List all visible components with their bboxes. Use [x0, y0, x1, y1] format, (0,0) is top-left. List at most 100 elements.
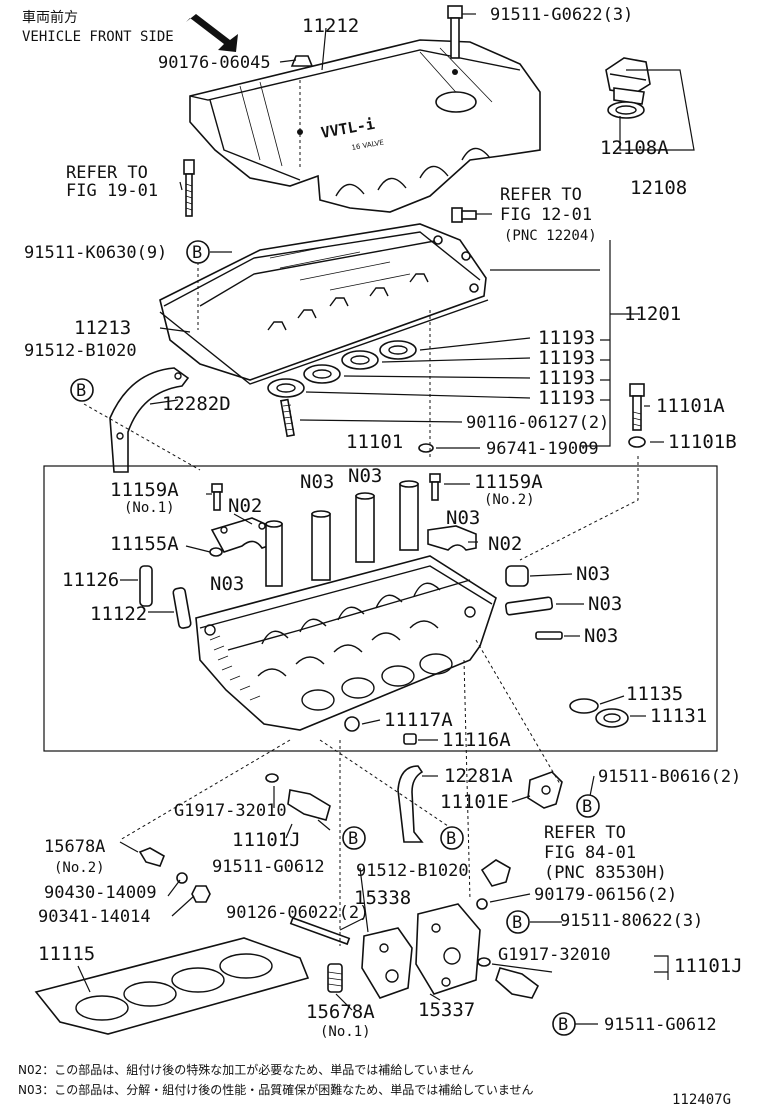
- bolt-11159a-no1-icon: [211, 483, 223, 511]
- plug-90341-icon: [191, 885, 211, 903]
- label-91511-g0612-left: 91511-G0612: [212, 857, 325, 877]
- label-11213: 11213: [74, 317, 131, 339]
- label-no1: (No.1): [124, 500, 175, 516]
- sensor-15678a-no1-icon: [327, 963, 343, 993]
- label-11101: 11101: [346, 431, 403, 453]
- label-91511-b0616: 91511-B0616(2): [598, 767, 741, 787]
- label-12108: 12108: [630, 177, 687, 199]
- label-11101j-left: 11101J: [232, 829, 301, 851]
- label-n03-c: N03: [210, 573, 244, 595]
- label-11115: 11115: [38, 943, 95, 965]
- dowel-11122-icon: [172, 587, 192, 629]
- pin-n03-c-icon: [535, 631, 563, 640]
- note-n03: N03：この部品は、分解・組付け後の性能・品質確保が困難なため、単品では補給して…: [18, 1082, 534, 1097]
- ref-b-marker: [186, 240, 210, 264]
- sensor-15678a-no2-icon: [138, 847, 166, 867]
- label-11126: 11126: [62, 569, 119, 591]
- label-11155a: 11155A: [110, 533, 179, 555]
- label-96741: 96741-19009: [486, 439, 599, 459]
- bolt-91511-g0622-icon: [447, 5, 463, 59]
- fitting-refer-12-icon: [451, 207, 477, 223]
- sensor-11101j-left-icon: [265, 773, 331, 821]
- ref-b-marker: [576, 794, 600, 818]
- label-11116a: 11116A: [442, 729, 511, 751]
- bracket-12282d-icon: [109, 367, 190, 473]
- seal-11135-icon: [569, 698, 599, 714]
- plug-n03-a-icon: [505, 565, 529, 587]
- direction-label: VEHICLE FRONT SIDE: [22, 29, 174, 45]
- cylinder-head-box: [43, 465, 718, 752]
- bearing-cap-right-icon: [427, 525, 477, 551]
- front-arrow-icon: [186, 14, 238, 52]
- svg-text:B: B: [446, 829, 456, 849]
- label-fig-12: FIG 12-01: [500, 205, 592, 225]
- housing-15338-icon: [361, 927, 413, 999]
- label-n03-b: N03: [446, 507, 480, 529]
- note-n02: N02：この部品は、組付け後の特殊な加工が必要なため、単品では補給していません: [18, 1062, 474, 1077]
- svg-text:B: B: [512, 913, 522, 933]
- shaft-n03-b-icon: [504, 596, 554, 616]
- label-11101j-right: 11101J: [674, 955, 743, 977]
- label-n03-f: N03: [584, 625, 618, 647]
- label-11101e: 11101E: [440, 791, 509, 813]
- label-n03-e: N03: [588, 593, 622, 615]
- oring-g1917-right-icon: [477, 957, 491, 967]
- ref-b-marker: [70, 378, 94, 402]
- label-91512-b1020: 91512-B1020: [24, 341, 137, 361]
- label-91511-g0612-right: 91511-G0612: [604, 1015, 717, 1035]
- label-no2-b: (No.2): [54, 860, 105, 876]
- ref-b-marker: [506, 910, 530, 934]
- label-11193: 11193: [538, 367, 595, 389]
- pin-11155a-icon: [209, 547, 223, 557]
- svg-text:B: B: [582, 797, 592, 817]
- bolt-11101a-icon: [629, 383, 645, 431]
- ref-b-marker: [552, 1012, 576, 1036]
- washer-11101b-icon: [628, 436, 646, 448]
- label-90179: 90179-06156(2): [534, 885, 677, 905]
- label-11101a: 11101A: [656, 395, 725, 417]
- label-fig-84: FIG 84-01: [544, 843, 636, 863]
- label-refer-to-2: REFER TO: [500, 185, 582, 205]
- label-11193: 11193: [538, 327, 595, 349]
- label-12282d: 12282D: [162, 393, 231, 415]
- plug-11117a-icon: [344, 716, 360, 732]
- svg-text:B: B: [558, 1015, 568, 1035]
- label-11193: 11193: [538, 387, 595, 409]
- label-refer-to-3: REFER TO: [544, 823, 626, 843]
- label-15678a-top: 15678A: [44, 837, 105, 857]
- cover-15337-icon: [415, 903, 481, 995]
- cylinder-head-body: [195, 555, 497, 731]
- label-91511-g0622: 91511-G0622(3): [490, 5, 633, 25]
- label-11131: 11131: [650, 705, 707, 727]
- cam-cover-11201: [159, 223, 489, 385]
- label-11122: 11122: [90, 603, 147, 625]
- label-11101b: 11101B: [668, 431, 737, 453]
- ref-markers: B B B B B B B: [70, 240, 600, 1036]
- label-91511-80622: 91511-80622(3): [560, 911, 703, 931]
- plug-11116a-icon: [403, 733, 417, 745]
- ref-b-marker: [440, 826, 464, 850]
- sleeves-n03: [265, 480, 419, 587]
- label-n03-top: N03: [348, 465, 382, 487]
- washer-90179-icon: [476, 898, 488, 910]
- label-12281a: 12281A: [444, 765, 513, 787]
- label-15338: 15338: [354, 887, 411, 909]
- label-11159a-left: 11159A: [110, 479, 179, 501]
- label-11201: 11201: [624, 303, 681, 325]
- oring-96741-icon: [418, 443, 434, 453]
- label-fig-19: FIG 19-01: [66, 181, 158, 201]
- label-90176: 90176-06045: [158, 53, 271, 73]
- label-refer-to: REFER TO: [66, 163, 148, 183]
- bearing-cap-left-icon: [210, 517, 275, 553]
- figure-id: 112407G: [672, 1092, 731, 1108]
- oil-filler-cap-icon: [605, 57, 651, 119]
- sensor-11101j-right-icon: [495, 967, 540, 999]
- svg-text:B: B: [192, 243, 202, 263]
- label-90341: 90341-14014: [38, 907, 151, 927]
- head-cover-11212: VVTL-i 16 VALVE: [189, 39, 541, 213]
- label-no1-b: (No.1): [320, 1024, 371, 1040]
- assembly-lines: [83, 80, 639, 946]
- label-91511-k0630: 91511-K0630(9): [24, 243, 167, 263]
